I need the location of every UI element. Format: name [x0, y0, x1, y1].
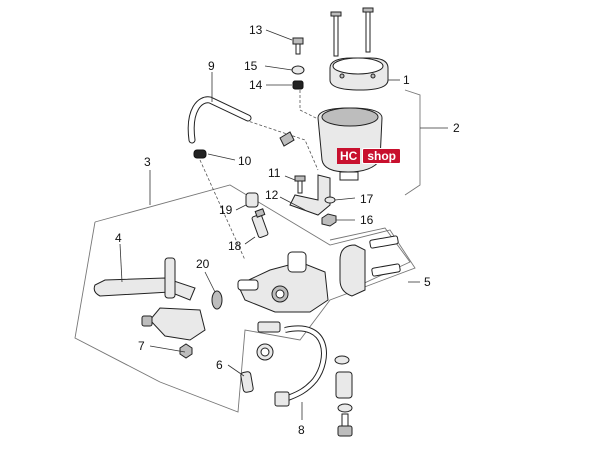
callout-1: 1	[403, 73, 410, 87]
assembly-line-fitting	[199, 159, 246, 261]
reservoir-bracket-frame-2	[404, 89, 421, 196]
part-14-plug	[292, 80, 304, 90]
part-16-nut	[321, 213, 337, 227]
callout-12: 12	[265, 188, 279, 202]
callout-19: 19	[219, 203, 233, 217]
logo-shop: shop	[362, 148, 402, 164]
callout-5: 5	[424, 275, 431, 289]
logo-hc: HC	[337, 148, 361, 164]
part-6-brake-switch	[240, 343, 274, 393]
part-19-sleeve	[245, 192, 259, 208]
part-banjo-bolt-stack	[334, 355, 353, 437]
part-18-banjo-fitting	[251, 208, 269, 238]
assembly-line-hose	[244, 119, 319, 171]
clamp-frame-5	[329, 227, 411, 293]
assembly-line-reservoir	[299, 90, 321, 121]
part-11-screw	[294, 175, 306, 194]
hcshop-logo: HC shop	[337, 148, 412, 164]
callout-14: 14	[249, 78, 263, 92]
callout-20: 20	[196, 257, 210, 271]
part-cap-screws	[330, 7, 374, 57]
callout-6: 6	[216, 358, 223, 372]
callout-2: 2	[453, 121, 460, 135]
callout-15: 15	[244, 59, 258, 73]
callout-17: 17	[360, 192, 374, 206]
master-cylinder-body	[237, 251, 329, 313]
callout-9: 9	[208, 59, 215, 73]
callout-7: 7	[138, 339, 145, 353]
assembly-frame-3	[74, 184, 416, 413]
part-pivot-pin	[164, 257, 176, 299]
part-15-washer	[291, 65, 305, 75]
part-hose-clamp	[279, 131, 295, 147]
callout-16: 16	[360, 213, 374, 227]
part-10-clip	[193, 149, 207, 159]
part-2-reservoir-body	[317, 107, 383, 181]
part-1-reservoir-cap	[329, 57, 389, 91]
part-8-brake-line	[257, 321, 327, 407]
part-20-seal	[211, 290, 223, 310]
part-4-brake-lever	[93, 277, 196, 301]
part-13-screw	[292, 37, 304, 55]
part-7-pivot-bracket	[141, 307, 206, 359]
callout-8: 8	[298, 423, 305, 437]
part-5-handlebar-clamp	[339, 235, 401, 297]
callout-4: 4	[115, 231, 122, 245]
callout-13: 13	[249, 23, 263, 37]
callout-10: 10	[238, 154, 252, 168]
part-12-bracket	[289, 174, 331, 216]
callout-3: 3	[144, 155, 151, 169]
callout-18: 18	[228, 239, 242, 253]
callout-11: 11	[268, 166, 281, 180]
part-17-washer	[324, 196, 336, 204]
